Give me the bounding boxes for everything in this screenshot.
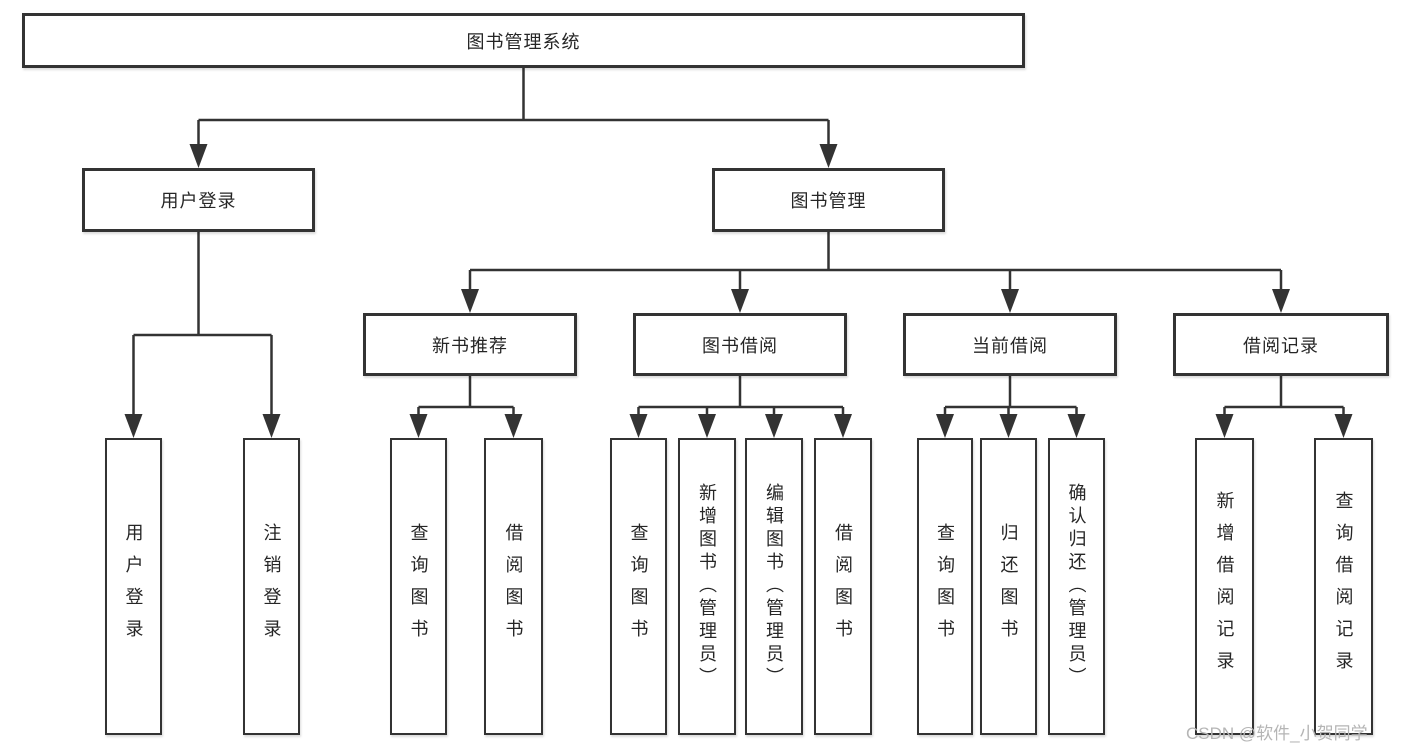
node-label: 图书管理系统 <box>466 31 581 52</box>
leaf-logout: 注销登录 <box>243 438 300 735</box>
leaf-return-books: 归还图书 <box>980 438 1037 735</box>
node-label: 注销登录 <box>261 522 282 651</box>
node-book-borrowing: 图书借阅 <box>633 313 847 376</box>
node-label: 借阅图书 <box>503 522 524 651</box>
node-label: 用户登录 <box>123 522 144 651</box>
node-label: 新增图书（管理员） <box>697 483 717 690</box>
leaf-add-books-admin: 新增图书（管理员） <box>678 438 736 735</box>
node-library-system: 图书管理系统 <box>22 13 1025 68</box>
node-borrow-records: 借阅记录 <box>1173 313 1389 376</box>
node-label: 编辑图书（管理员） <box>764 483 784 690</box>
node-label: 新增借阅记录 <box>1214 490 1235 683</box>
leaf-query-books-1: 查询图书 <box>390 438 447 735</box>
node-label: 查询图书 <box>408 522 429 651</box>
leaf-confirm-return-admin: 确认归还（管理员） <box>1048 438 1105 735</box>
node-label: 归还图书 <box>998 522 1019 651</box>
node-book-management: 图书管理 <box>712 168 945 232</box>
node-label: 查询图书 <box>628 522 649 651</box>
node-label: 当前借阅 <box>972 335 1048 356</box>
leaf-add-borrow-record: 新增借阅记录 <box>1195 438 1254 735</box>
leaf-edit-books-admin: 编辑图书（管理员） <box>745 438 803 735</box>
node-user-login: 用户登录 <box>82 168 315 232</box>
node-label: 借阅图书 <box>833 522 853 651</box>
node-label: 查询图书 <box>935 522 955 651</box>
node-label: 确认归还（管理员） <box>1066 483 1087 690</box>
leaf-query-books-3: 查询图书 <box>917 438 973 735</box>
leaf-query-borrow-record: 查询借阅记录 <box>1314 438 1373 735</box>
node-label: 查询借阅记录 <box>1333 490 1354 683</box>
node-label: 借阅记录 <box>1243 335 1319 356</box>
leaf-borrow-books-1: 借阅图书 <box>484 438 543 735</box>
node-label: 图书借阅 <box>702 335 778 356</box>
node-label: 图书管理 <box>790 191 867 211</box>
node-new-book-recommend: 新书推荐 <box>363 313 577 376</box>
node-current-borrowing: 当前借阅 <box>903 313 1117 376</box>
leaf-query-books-2: 查询图书 <box>610 438 667 735</box>
node-label: 用户登录 <box>160 191 237 211</box>
leaf-borrow-books-2: 借阅图书 <box>814 438 872 735</box>
node-label: 新书推荐 <box>432 335 508 356</box>
leaf-user-login: 用户登录 <box>105 438 162 735</box>
